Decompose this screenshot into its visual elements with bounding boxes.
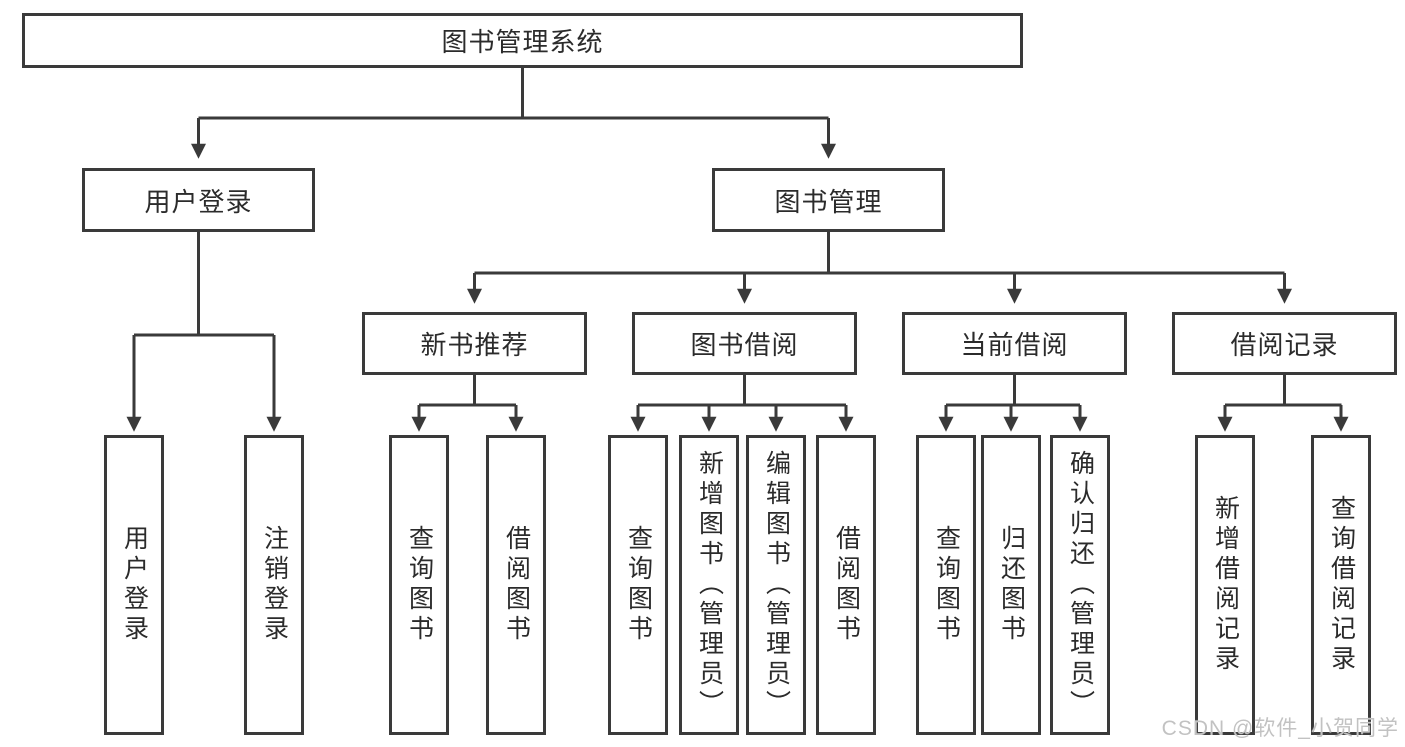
node-label: 新书推荐 bbox=[420, 330, 529, 360]
node-label: 图书借阅 bbox=[690, 330, 799, 360]
node-label: 图书管理 bbox=[774, 186, 883, 217]
leaf-records-query-record: 查询借阅记录 bbox=[1311, 435, 1371, 735]
node-label: 查询借阅记录 bbox=[1327, 495, 1356, 675]
node-label: 编辑图书（管理员） bbox=[762, 450, 791, 720]
node-book-management: 图书管理 bbox=[712, 168, 945, 232]
leaf-user-login: 用户登录 bbox=[104, 435, 164, 735]
node-current-borrowing: 当前借阅 bbox=[902, 312, 1127, 375]
node-label: 用户登录 bbox=[120, 525, 149, 645]
node-label: 新增借阅记录 bbox=[1211, 495, 1240, 675]
csdn-watermark: CSDN @软件_小贺同学 bbox=[1161, 717, 1399, 740]
node-label: 用户登录 bbox=[144, 186, 253, 217]
leaf-current-confirm-return-admin: 确认归还（管理员） bbox=[1050, 435, 1110, 735]
node-label: 确认归还（管理员） bbox=[1066, 450, 1095, 720]
node-label: 查询图书 bbox=[932, 525, 961, 645]
node-library-management-system: 图书管理系统 bbox=[22, 13, 1023, 68]
leaf-borrowing-edit-book-admin: 编辑图书（管理员） bbox=[746, 435, 806, 735]
node-label: 图书管理系统 bbox=[441, 27, 604, 57]
leaf-recommend-borrow-book: 借阅图书 bbox=[486, 435, 546, 735]
node-label: 查询图书 bbox=[624, 525, 653, 645]
node-label: 借阅图书 bbox=[502, 525, 531, 645]
node-label: 借阅记录 bbox=[1230, 330, 1339, 360]
leaf-records-add-record: 新增借阅记录 bbox=[1195, 435, 1255, 735]
leaf-borrowing-query-book: 查询图书 bbox=[608, 435, 668, 735]
leaf-recommend-query-book: 查询图书 bbox=[389, 435, 449, 735]
node-user-login: 用户登录 bbox=[82, 168, 315, 232]
node-label: 注销登录 bbox=[260, 525, 289, 645]
leaf-borrowing-borrow-book: 借阅图书 bbox=[816, 435, 876, 735]
node-label: 归还图书 bbox=[997, 525, 1026, 645]
leaf-current-query-book: 查询图书 bbox=[916, 435, 976, 735]
node-borrow-records: 借阅记录 bbox=[1172, 312, 1397, 375]
node-label: 当前借阅 bbox=[960, 330, 1069, 360]
node-book-borrowing: 图书借阅 bbox=[632, 312, 857, 375]
leaf-current-return-book: 归还图书 bbox=[981, 435, 1041, 735]
node-label: 新增图书（管理员） bbox=[695, 450, 724, 720]
node-label: 借阅图书 bbox=[832, 525, 861, 645]
node-new-book-recommend: 新书推荐 bbox=[362, 312, 587, 375]
leaf-borrowing-add-book-admin: 新增图书（管理员） bbox=[679, 435, 739, 735]
leaf-logout: 注销登录 bbox=[244, 435, 304, 735]
node-label: 查询图书 bbox=[405, 525, 434, 645]
